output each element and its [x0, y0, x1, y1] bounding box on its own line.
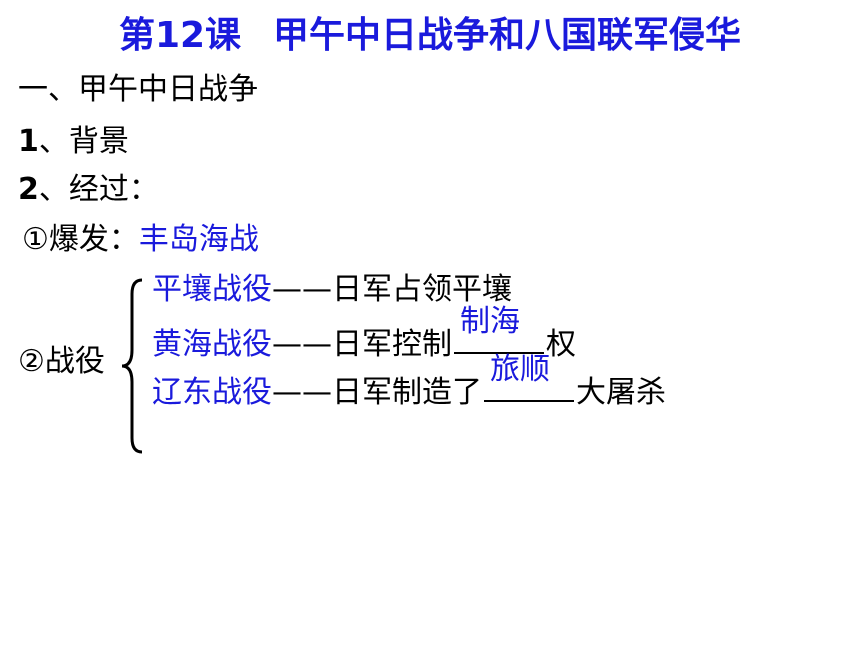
item-background: 1、背景	[18, 124, 129, 160]
fill-blank: 制海	[454, 304, 544, 354]
dash: ——	[272, 327, 332, 362]
lesson-number: 第12课	[118, 15, 242, 56]
item-text: 、经过：	[38, 172, 159, 207]
battle-text-after: 权	[546, 327, 576, 362]
blank-answer: 旅顺	[490, 352, 550, 387]
battle-text: 日军占领平壤	[332, 272, 512, 307]
dash: ——	[272, 375, 332, 410]
dash: ——	[272, 272, 332, 307]
lesson-name: 甲午中日战争和八国联军侵华	[273, 15, 742, 56]
outbreak-value: 丰岛海战	[138, 222, 259, 257]
battle-text: 日军控制	[332, 327, 452, 362]
fill-blank: 旅顺	[484, 352, 574, 402]
battle-name: 平壤战役	[152, 272, 272, 307]
blank-answer: 制海	[460, 304, 520, 339]
battle-text-after: 大屠杀	[576, 375, 666, 410]
item-process: 2、经过：	[18, 172, 159, 208]
outbreak-line: ①爆发：丰岛海战	[22, 222, 259, 258]
battles-label: ②战役	[18, 344, 105, 379]
battle-row: 黄海战役——日军控制制海权	[152, 304, 576, 363]
battle-text: 日军制造了	[332, 375, 482, 410]
battle-row: 辽东战役——日军制造了旅顺大屠杀	[152, 352, 666, 411]
outbreak-label: ①爆发：	[22, 222, 139, 257]
battle-row: 平壤战役——日军占领平壤	[152, 272, 512, 308]
item-text: 、背景	[38, 124, 129, 159]
curly-brace-icon	[121, 278, 143, 454]
item-number: 1	[18, 124, 39, 159]
item-number: 2	[18, 172, 39, 207]
slide-title: 第12课甲午中日战争和八国联军侵华	[0, 14, 860, 58]
battle-name: 辽东战役	[152, 375, 272, 410]
battle-name: 黄海战役	[152, 327, 272, 362]
section-heading: 一、甲午中日战争	[18, 72, 258, 107]
